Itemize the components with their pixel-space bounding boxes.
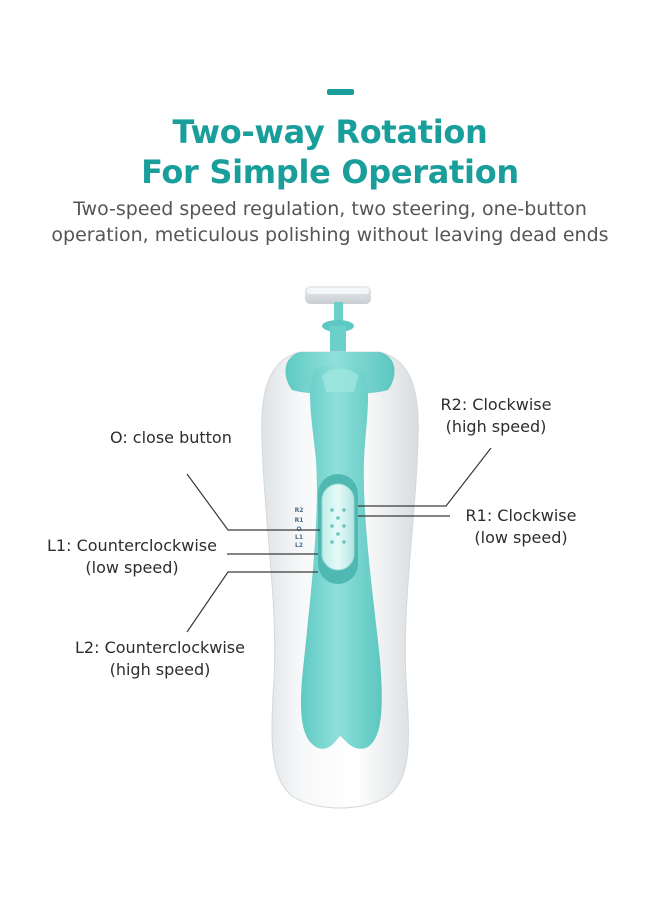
subheading-line-2: operation, meticulous polishing without … bbox=[51, 224, 609, 246]
callout-r1-label: R1: Clockwise bbox=[465, 506, 577, 525]
callout-l2-sublabel: (high speed) bbox=[109, 660, 211, 679]
callout-r1-sublabel: (low speed) bbox=[474, 528, 568, 547]
switch-mark-r1: R1 bbox=[295, 517, 304, 524]
callout-l1-sublabel: (low speed) bbox=[85, 558, 179, 577]
heading-line-1: Two-way Rotation bbox=[172, 113, 488, 151]
subheading-line-1: Two-speed speed regulation, two steering… bbox=[73, 198, 587, 220]
callout-o-label: O: close button bbox=[110, 428, 232, 447]
title-accent-bar bbox=[327, 89, 354, 95]
switch-mark-l2: L2 bbox=[295, 542, 303, 549]
switch-grip-dots bbox=[330, 508, 346, 544]
switch-mark-l1: L1 bbox=[295, 534, 303, 541]
leader-line-r2 bbox=[358, 447, 492, 507]
callout-l2-label: L2: Counterclockwise bbox=[75, 638, 245, 657]
callout-l1-label: L1: Counterclockwise bbox=[47, 536, 217, 555]
leader-line-l2 bbox=[186, 571, 318, 633]
heading-line-2: For Simple Operation bbox=[141, 153, 519, 191]
callout-r2-sublabel: (high speed) bbox=[445, 417, 547, 436]
grinding-head bbox=[305, 286, 371, 352]
callout-r2-label: R2: Clockwise bbox=[440, 395, 552, 414]
switch-mark-r2: R2 bbox=[295, 507, 304, 514]
speed-switch-button bbox=[321, 483, 355, 571]
callout-leader-lines bbox=[186, 447, 492, 633]
leader-line-o bbox=[186, 473, 320, 531]
